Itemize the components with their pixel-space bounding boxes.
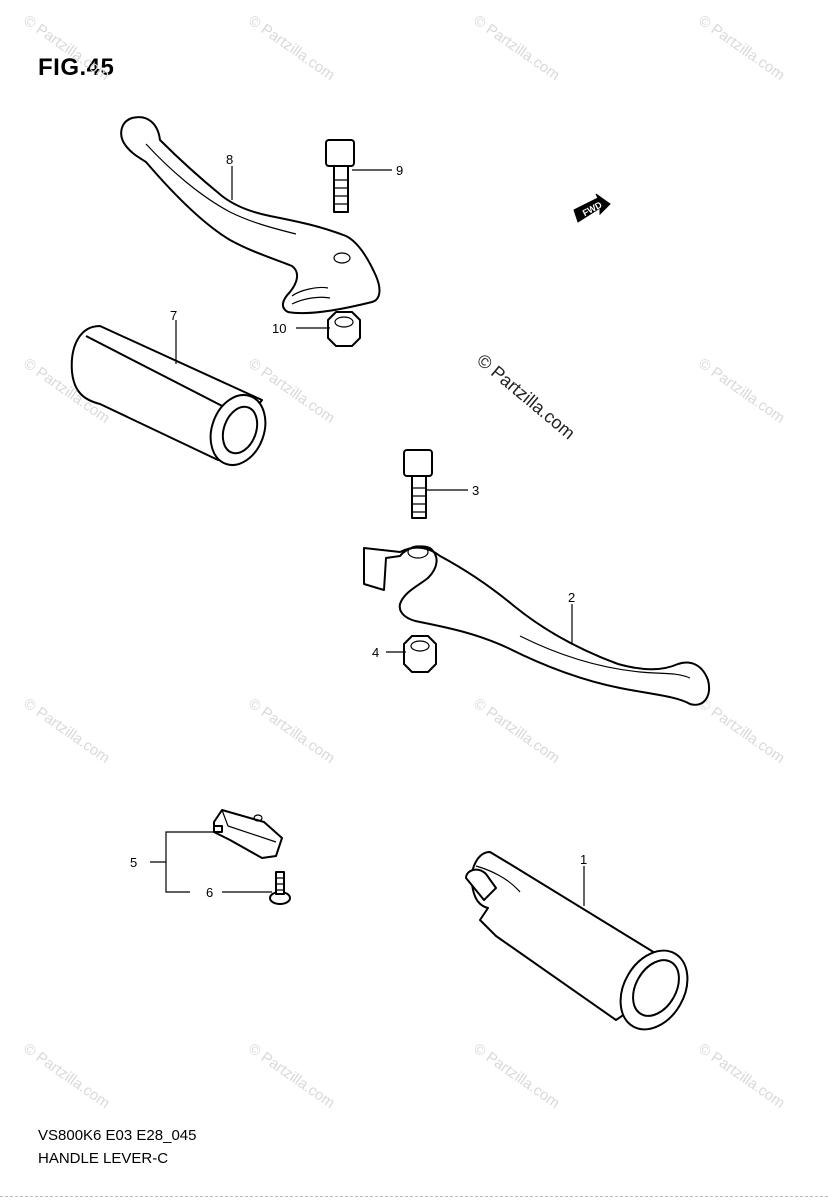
part-3-bolt xyxy=(403,449,433,519)
callout-9: 9 xyxy=(396,163,403,178)
callout-4: 4 xyxy=(372,645,379,660)
callout-1: 1 xyxy=(580,852,587,867)
callout-2: 2 xyxy=(568,590,575,605)
figure-name: HANDLE LEVER-C xyxy=(38,1150,169,1167)
part-7-left-grip xyxy=(70,325,267,466)
fwd-arrow-icon: FWD xyxy=(573,193,611,223)
callout-10: 10 xyxy=(272,321,286,336)
part-10-nut xyxy=(327,311,361,347)
leader-lines xyxy=(150,166,585,906)
part-1-throttle-grip xyxy=(465,851,689,1031)
part-6-screw xyxy=(269,871,291,905)
callout-3: 3 xyxy=(472,483,479,498)
part-5-switch xyxy=(213,809,283,859)
callout-7: 7 xyxy=(170,308,177,323)
bottom-border xyxy=(0,1196,828,1199)
part-2-lower-lever xyxy=(363,545,710,706)
callout-8: 8 xyxy=(226,152,233,167)
model-code: VS800K6 E03 E28_045 xyxy=(38,1127,197,1144)
callout-6: 6 xyxy=(206,885,213,900)
part-9-bolt xyxy=(325,139,355,213)
figure-title: FIG.45 xyxy=(38,54,115,81)
callout-5: 5 xyxy=(130,855,137,870)
part-8-upper-lever xyxy=(120,116,381,315)
part-4-nut xyxy=(403,635,437,673)
